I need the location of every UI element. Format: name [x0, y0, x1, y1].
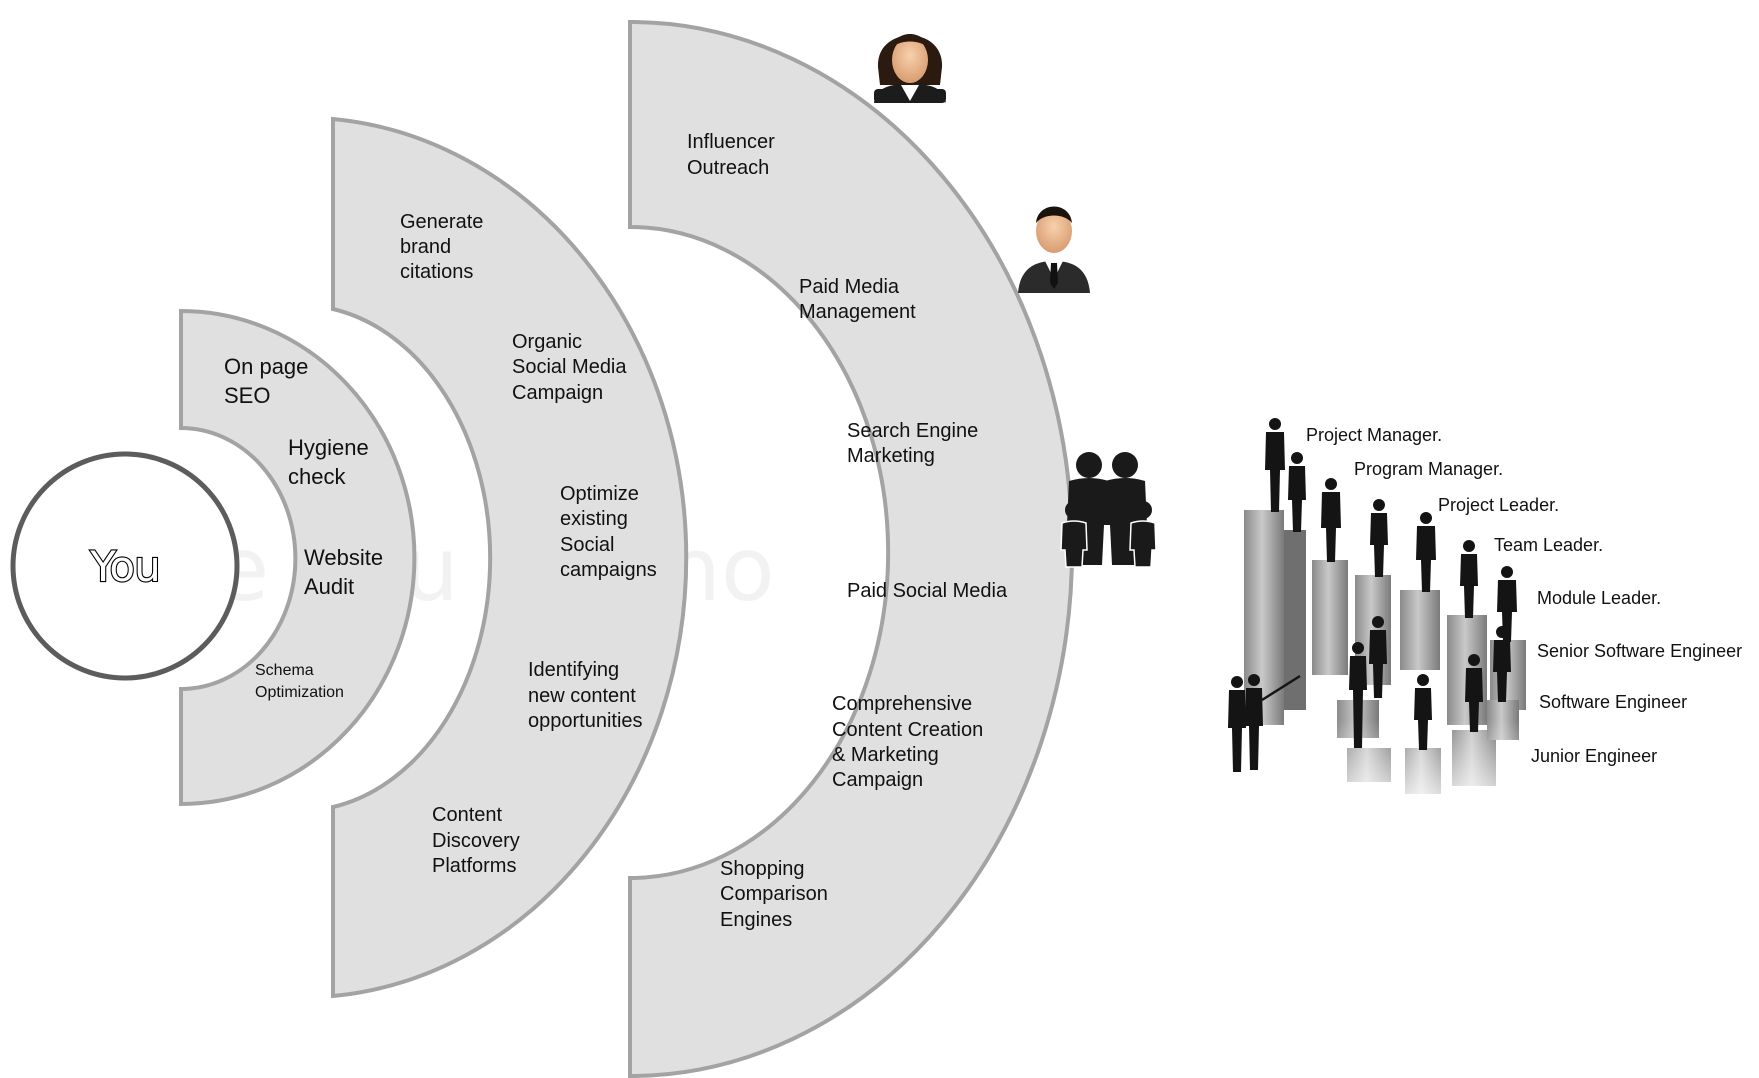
role-label: Project Leader. — [1438, 495, 1559, 515]
role-label: Team Leader. — [1494, 535, 1603, 555]
ring3-item-2-l2: Management — [799, 301, 916, 323]
ring1-item-4-l1: Schema — [255, 662, 314, 679]
role-label: Software Engineer — [1539, 692, 1687, 712]
ring-band-1 — [179, 308, 417, 807]
ring-1-labels: On page SEO Hygiene check Website Audit … — [224, 354, 383, 701]
role-label: Senior Software Engineer — [1537, 641, 1742, 661]
ring3-item-3-l1: Search Engine — [847, 420, 978, 442]
businessman-icon — [1018, 206, 1090, 293]
ring2-item-1-l2: brand — [400, 236, 451, 258]
role-label: Module Leader. — [1537, 588, 1661, 608]
center-label: You — [89, 542, 159, 591]
ring2-item-5-l1: Content — [432, 804, 502, 826]
ring3-item-4-l1: Paid Social Media — [847, 580, 1008, 602]
ring2-item-2-l3: Campaign — [512, 382, 603, 404]
ring1-item-3-l1: Website — [304, 545, 383, 570]
ring1-item-2-l1: Hygiene — [288, 435, 369, 460]
ring-band-2 — [331, 116, 689, 999]
ring3-item-6-l3: Engines — [720, 909, 792, 931]
role-label: Project Manager. — [1306, 425, 1442, 445]
ring2-item-1-l1: Generate — [400, 211, 483, 233]
ring2-item-1-l3: citations — [400, 261, 473, 283]
ring2-item-4-l1: Identifying — [528, 659, 619, 681]
ring3-item-5-l3: & Marketing — [832, 744, 939, 766]
ring3-item-5-l1: Comprehensive — [832, 693, 972, 715]
ring3-item-6-l1: Shopping — [720, 858, 805, 880]
ring1-item-1-l2: SEO — [224, 383, 270, 408]
ring-3-labels: Influencer Outreach Paid Media Managemen… — [687, 131, 1008, 931]
you-node: You — [10, 451, 240, 681]
ring3-item-5-l2: Content Creation — [832, 719, 983, 741]
ring2-item-2-l2: Social Media — [512, 356, 627, 378]
ring2-item-4-l3: opportunities — [528, 710, 643, 732]
hierarchy-people — [1228, 418, 1517, 772]
ring1-item-2-l2: check — [288, 464, 346, 489]
role-label: Junior Engineer — [1531, 746, 1657, 766]
ring2-item-2-l1: Organic — [512, 331, 582, 353]
ring2-item-3-l2: existing — [560, 508, 628, 530]
ring-2-labels: Generate brand citations Organic Social … — [400, 211, 657, 877]
businesswoman-icon — [874, 34, 946, 103]
ring1-item-1-l1: On page — [224, 354, 308, 379]
hierarchy-role-labels: Project Manager. Program Manager. Projec… — [1306, 425, 1742, 766]
ring2-item-4-l2: new content — [528, 685, 636, 707]
ring2-item-5-l2: Discovery — [432, 830, 520, 852]
ring3-item-1-l2: Outreach — [687, 157, 769, 179]
ring3-item-1-l1: Influencer — [687, 131, 775, 153]
ring3-item-2-l1: Paid Media — [799, 276, 900, 298]
ring2-item-3-l1: Optimize — [560, 483, 639, 505]
ring2-item-5-l3: Platforms — [432, 855, 516, 877]
hierarchy-pillars — [1230, 510, 1530, 820]
ring1-item-3-l2: Audit — [304, 574, 354, 599]
team-hierarchy-silhouettes: Project Manager. Program Manager. Projec… — [1228, 418, 1742, 820]
family-icon — [1060, 452, 1157, 568]
ring1-item-4-l2: Optimization — [255, 684, 344, 701]
ring3-item-3-l2: Marketing — [847, 445, 935, 467]
ring3-item-6-l2: Comparison — [720, 883, 828, 905]
ring2-item-3-l3: Social — [560, 534, 614, 556]
ring3-item-5-l4: Campaign — [832, 769, 923, 791]
ring-band-3 — [628, 19, 1075, 1078]
ring2-item-3-l4: campaigns — [560, 559, 657, 581]
role-label: Program Manager. — [1354, 459, 1503, 479]
